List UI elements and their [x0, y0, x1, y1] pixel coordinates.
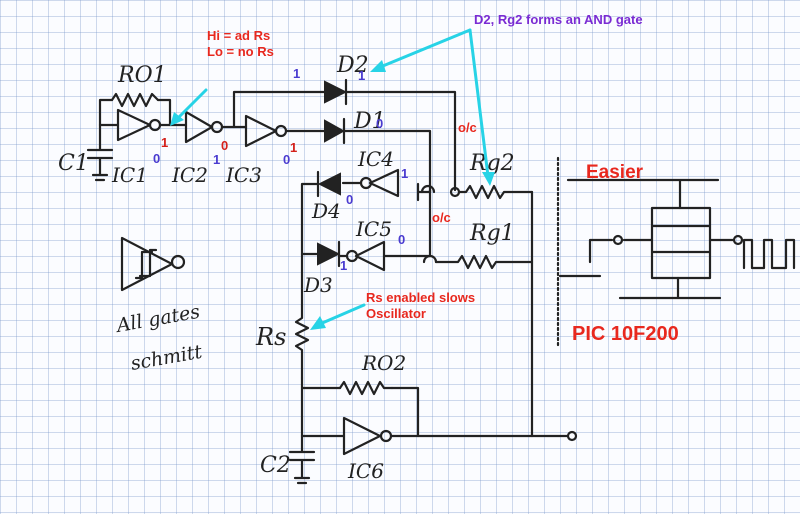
ro1-label: RO1	[117, 63, 167, 88]
and-gate-arrow-to-rg2	[468, 28, 495, 186]
hi-lo-arrow	[170, 88, 208, 126]
wire-crossover-lower	[422, 254, 438, 264]
bit-ic4-out: 1	[401, 166, 408, 181]
rs-note-line1: Rs enabled slows	[366, 290, 475, 305]
d1-diode	[324, 117, 346, 145]
rs-note-line2: Oscillator	[366, 306, 426, 321]
and-gate-arrow-to-d2	[370, 28, 472, 72]
d4-to-rs-wire	[300, 182, 320, 308]
d3-label: D3	[303, 273, 333, 297]
bit-d2-out: 1	[358, 68, 365, 83]
pic-input-terminal	[612, 234, 624, 246]
c2-label: C2	[260, 453, 291, 478]
d4-label: D4	[311, 199, 341, 223]
ic2-inverter	[184, 110, 224, 144]
c1-label: C1	[58, 151, 89, 176]
output-terminal	[566, 430, 578, 442]
bit-ic3-out: 0	[283, 152, 290, 167]
ic4-label: IC4	[357, 147, 394, 171]
pic-input-wire	[588, 238, 654, 264]
and-gate-note: D2, Rg2 forms an AND gate	[474, 12, 643, 27]
rg2-label: Rg2	[469, 151, 515, 176]
ic2-label: IC2	[171, 163, 208, 187]
bit-d1-out: 0	[376, 116, 383, 131]
bit-ic3-out-b: 1	[290, 140, 297, 155]
legend-line1: All gates	[113, 301, 202, 338]
ic6-inverter	[342, 416, 393, 456]
hi-lo-line1: Hi = ad Rs	[207, 28, 270, 43]
bit-d4-in: 0	[346, 192, 353, 207]
pic-bottom-line	[558, 274, 722, 300]
pic-output-waveform	[742, 238, 796, 270]
ro1-resistor	[110, 92, 160, 108]
bit-ic2-out: 0	[221, 138, 228, 153]
bit-ic5-out: 0	[398, 232, 405, 247]
bit-d3-in: 1	[340, 258, 347, 273]
ic1-inverter	[116, 108, 162, 142]
ro2-feedback-wire	[300, 376, 420, 438]
c1-capacitor	[86, 123, 114, 182]
rs-label: Rs	[255, 323, 286, 351]
pic-output-terminal	[732, 234, 744, 246]
ic6-label: IC6	[347, 459, 384, 483]
rg1-label: Rg1	[469, 221, 515, 246]
ic5-label: IC5	[355, 217, 392, 241]
rg1-resistor	[434, 254, 534, 270]
pic-title: PIC 10F200	[572, 323, 679, 345]
oc-mid-label: o/c	[432, 210, 451, 225]
ic2-to-d2-wire	[232, 90, 327, 129]
rg2-resistor	[457, 184, 534, 200]
easier-title: Easier	[586, 162, 644, 183]
bit-d2-in: 1	[293, 66, 300, 81]
ic3-inverter	[244, 114, 288, 148]
rs-potentiometer	[294, 304, 310, 380]
d2-out-wire	[344, 90, 457, 192]
rs-note-arrow	[310, 303, 366, 330]
ic3-label: IC3	[225, 163, 262, 187]
legend-line2: schmitt	[129, 341, 204, 375]
ic4-inverter	[359, 168, 400, 198]
pic-top-line	[566, 178, 720, 210]
schmitt-gate-symbol	[120, 236, 186, 292]
wire-crossover	[420, 184, 436, 194]
bit-ic2-in-mark: 1	[213, 152, 220, 167]
bit-ic1-in: 0	[153, 151, 160, 166]
d3-diode	[317, 240, 341, 268]
d2-diode	[324, 78, 348, 106]
ro1-feedback-wire	[98, 98, 172, 127]
c2-capacitor	[288, 434, 316, 485]
hi-lo-line2: Lo = no Rs	[207, 44, 274, 59]
pic-chip-body	[650, 206, 712, 280]
d1-out-wire	[342, 129, 432, 180]
bit-ic1-out: 1	[161, 135, 168, 150]
ic1-label: IC1	[111, 163, 148, 187]
oc-top-label: o/c	[458, 120, 477, 135]
d1-label: D1	[353, 109, 386, 134]
ro2-label: RO2	[361, 351, 406, 375]
d4-diode	[316, 170, 341, 198]
ro2-resistor	[338, 380, 394, 396]
ic5-inverter	[345, 240, 386, 272]
d2-label: D2	[336, 53, 369, 78]
